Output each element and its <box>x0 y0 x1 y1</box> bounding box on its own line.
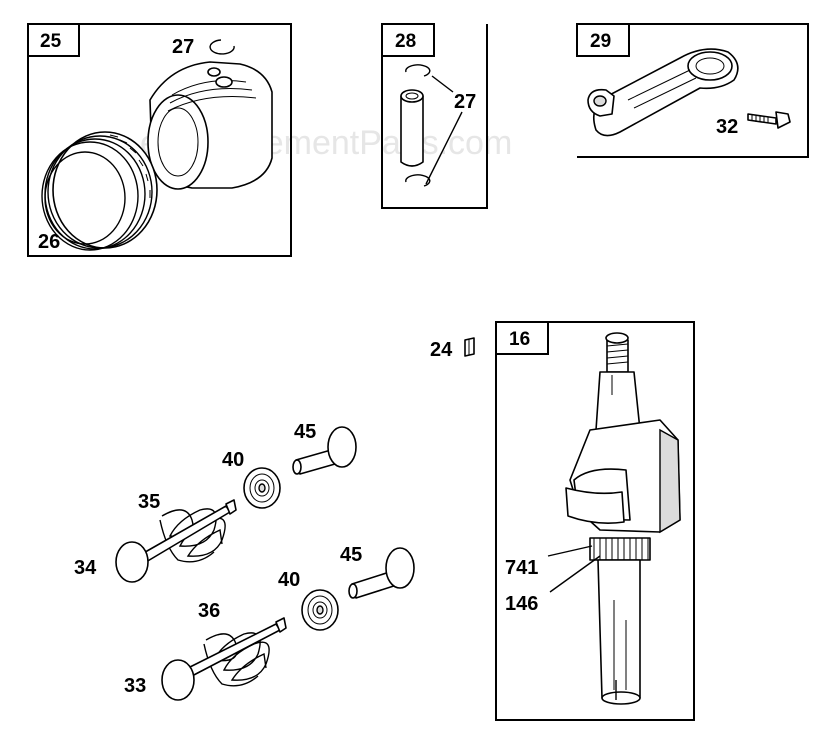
callout-45: 45 <box>340 544 362 566</box>
valve-lower <box>161 617 287 701</box>
circlip <box>209 39 235 55</box>
pin-circlip-top <box>405 64 431 77</box>
callout-40: 40 <box>278 569 300 591</box>
valve-retainer-upper <box>243 467 281 509</box>
callout-40: 40 <box>222 449 244 471</box>
leader-741 <box>547 545 593 557</box>
callout-27: 27 <box>454 91 476 113</box>
piston-rings <box>41 131 158 251</box>
group-28-label: 28 <box>395 31 416 52</box>
callout-33: 33 <box>124 675 146 697</box>
connecting-rod <box>587 48 739 137</box>
leader-27-bottom <box>425 111 463 185</box>
callout-32: 32 <box>716 116 738 138</box>
woodruff-key <box>464 337 475 357</box>
tappet-lower <box>348 547 415 599</box>
leader-146 <box>549 555 601 593</box>
valve-upper <box>115 499 237 583</box>
group-25-label-box <box>27 23 80 57</box>
group-28-frame <box>381 24 488 209</box>
callout-45: 45 <box>294 421 316 443</box>
callout-26: 26 <box>38 231 60 253</box>
group-16-frame <box>495 321 695 721</box>
group-28-label-box <box>381 23 435 57</box>
group-16-label-box <box>495 321 549 355</box>
group-29: 29 32 <box>576 23 809 158</box>
group-16-label: 16 <box>509 329 530 350</box>
pin-circlip-bottom <box>405 174 431 187</box>
leader-27-top <box>431 75 454 93</box>
callout-146: 146 <box>505 593 538 615</box>
callout-27: 27 <box>172 36 194 58</box>
callout-24: 24 <box>430 339 453 361</box>
group-25-label: 25 <box>40 31 62 52</box>
group-29-label: 29 <box>590 31 611 52</box>
crankshaft <box>565 332 681 705</box>
callout-35: 35 <box>138 491 160 513</box>
group-25: 25 27 26 <box>27 23 292 257</box>
rod-bolt <box>747 111 791 129</box>
group-28: 28 27 <box>381 23 488 209</box>
piston-pin <box>400 89 424 167</box>
group-16: 16 741 146 <box>495 321 695 721</box>
tappet-upper <box>292 426 357 475</box>
group-25-frame <box>27 23 292 257</box>
callout-741: 741 <box>505 557 538 579</box>
callout-34: 34 <box>74 557 97 579</box>
group-29-label-box <box>576 23 630 57</box>
piston <box>147 61 273 190</box>
valve-retainer-lower <box>301 589 339 631</box>
callout-36: 36 <box>198 600 220 622</box>
